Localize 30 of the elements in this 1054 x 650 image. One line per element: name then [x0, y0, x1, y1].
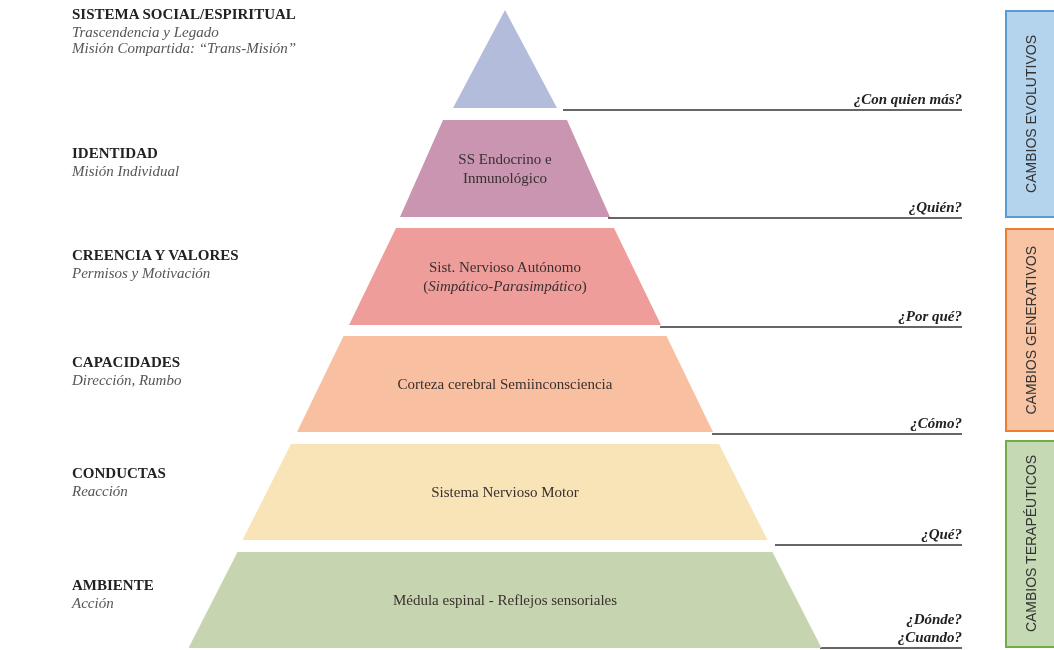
question-label: ¿Con quien más? — [853, 90, 962, 108]
level-label: Sistema Nervioso Motor — [431, 482, 579, 502]
question-label: ¿Dónde? ¿Cuando? — [896, 610, 962, 646]
level-heading: IDENTIDAD — [72, 145, 158, 162]
level-description: Acción — [72, 595, 114, 612]
level-description: Misión Individual — [72, 163, 180, 180]
level-label: Sist. Nervioso Autónomo (Simpático-Parasimpático) — [422, 257, 588, 296]
level-description: Misión Compartida: “Trans-Misión” — [72, 40, 297, 57]
level-description: Reacción — [72, 483, 128, 500]
level-description: Permisos y Motivación — [72, 265, 211, 282]
side-band — [1005, 440, 1054, 648]
question-label: ¿Cómo? — [910, 414, 962, 432]
level-heading: SISTEMA SOCIAL/ESPIRITUAL — [72, 6, 296, 23]
question-label: ¿Por qué? — [898, 307, 962, 325]
level-label: SS Endocrino e Inmunológico — [457, 149, 553, 188]
level-heading: CAPACIDADES — [72, 354, 181, 371]
band-label: CAMBIOS GENERATIVOS — [1023, 245, 1039, 415]
band-label: CAMBIOS TERAPÉUTICOS — [1023, 455, 1039, 633]
question-label: ¿Quién? — [908, 198, 962, 216]
band-label: CAMBIOS EVOLUTIVOS — [1023, 35, 1039, 193]
level-label: Corteza cerebral Semiinconsciencia — [397, 374, 613, 394]
level-label: Médula espinal - Reflejos sensoriales — [392, 590, 618, 610]
side-band — [1005, 10, 1054, 218]
level-heading: CREENCIA Y VALORES — [72, 247, 239, 264]
level-description: Trascendencia y Legado — [72, 24, 219, 41]
level-heading: AMBIENTE — [72, 577, 154, 594]
question-label: ¿Qué? — [921, 525, 962, 543]
level-description: Dirección, Rumbo — [72, 372, 182, 389]
side-band — [1005, 228, 1054, 432]
level-heading: CONDUCTAS — [72, 465, 166, 482]
